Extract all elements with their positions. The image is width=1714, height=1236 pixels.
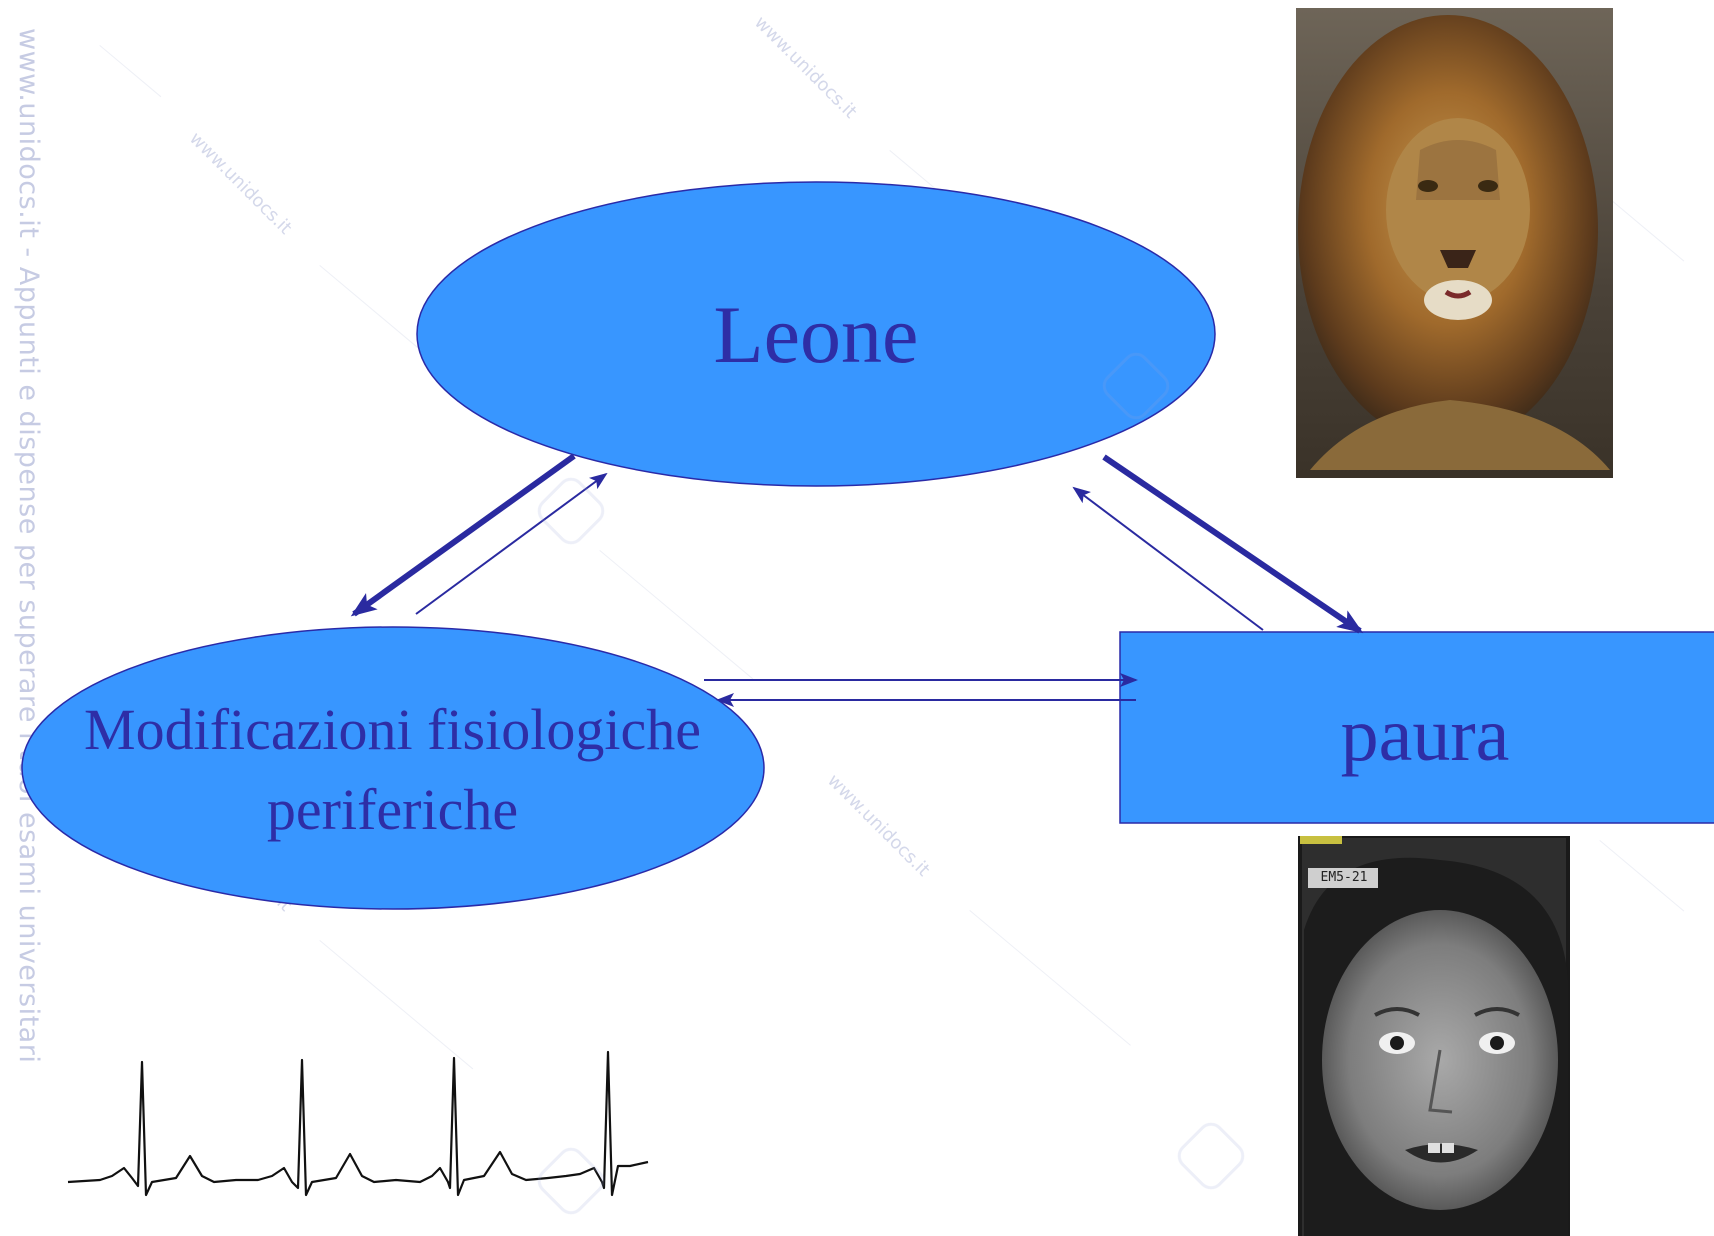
- arrow-leone-to-modificazioni: [350, 453, 576, 617]
- node-modificazioni: [21, 626, 765, 910]
- arrow-leone-to-paura: [1102, 454, 1364, 634]
- node-leone: [416, 181, 1216, 487]
- arrow-modificazioni-to-leone: [415, 472, 608, 615]
- face-photo-tag: EM5-21: [1320, 870, 1368, 885]
- node-paura: [1119, 631, 1714, 824]
- lion-photo: [1296, 8, 1613, 478]
- node-modificazioni-label-line1: Modificazioni fisiologiche: [84, 697, 701, 762]
- node-leone-label: Leone: [713, 289, 919, 380]
- node-modificazioni-label-line2: periferiche: [266, 777, 519, 842]
- sidebar-watermark: www.unidocs.it - Appunti e dispense per …: [13, 28, 44, 1064]
- fear-face-photo: [1298, 836, 1570, 1236]
- watermark-logo: [537, 352, 1245, 1215]
- arrow-paura-to-leone: [1072, 486, 1264, 631]
- node-paura-label: paura: [1340, 693, 1510, 777]
- ecg-trace: [67, 1050, 649, 1197]
